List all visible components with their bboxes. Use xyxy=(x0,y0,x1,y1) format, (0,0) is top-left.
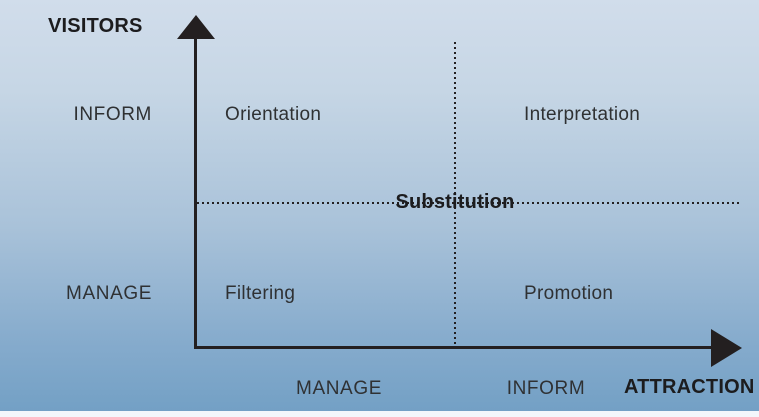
quadrant-label-interpretation: Interpretation xyxy=(524,104,641,125)
y-axis-tick-manage: MANAGE xyxy=(66,283,152,304)
x-axis-tick-inform: INFORM xyxy=(506,378,586,399)
x-axis-tick-manage: MANAGE xyxy=(296,378,382,399)
vertical-dotted-divider xyxy=(454,42,456,347)
divider-label-substitution: Substitution xyxy=(395,191,515,213)
quadrant-label-promotion: Promotion xyxy=(524,283,614,304)
y-axis-tick-inform: INFORM xyxy=(73,104,152,125)
horizontal-dotted-divider xyxy=(197,202,740,204)
y-axis-line xyxy=(194,36,197,349)
x-axis-line xyxy=(194,346,713,349)
right-arrowhead-icon xyxy=(711,329,742,367)
quadrant-label-orientation: Orientation xyxy=(225,104,322,125)
bottom-edge-strip xyxy=(0,411,759,417)
y-axis-title: VISITORS xyxy=(48,15,143,37)
quadrant-label-filtering: Filtering xyxy=(225,283,296,304)
x-axis-title: ATTRACTION xyxy=(624,376,755,398)
up-arrowhead-icon xyxy=(177,15,215,39)
